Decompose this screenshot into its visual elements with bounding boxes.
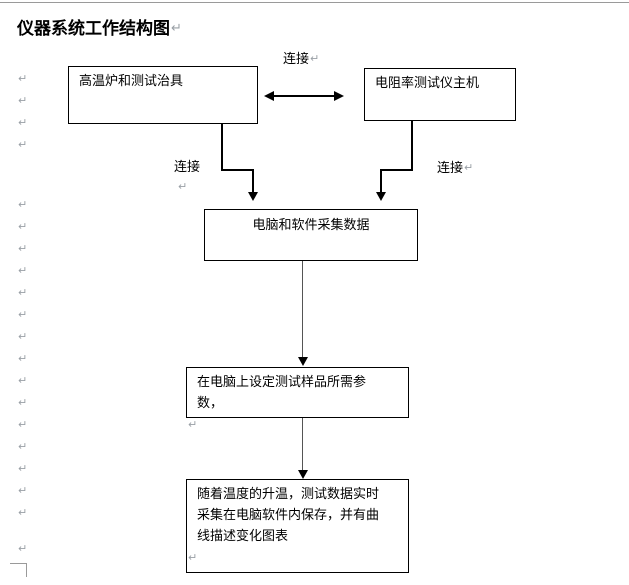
pilcrow-icon: ↵ (18, 462, 28, 475)
pilcrow-icon: ↵ (18, 220, 28, 233)
pilcrow-icon: ↵ (18, 418, 28, 431)
pilcrow-icon: ↵ (18, 116, 28, 129)
edge-label-left: 连接 (174, 160, 200, 176)
arrowhead-down-icon (298, 470, 308, 479)
node-furnace[interactable]: 高温炉和测试治具 (68, 66, 258, 124)
node-parameters[interactable]: 在电脑上设定测试样品所需参 数， ↵ (186, 367, 409, 431)
connector-furnace-vertical (221, 124, 223, 171)
pilcrow-icon: ↵ (18, 198, 28, 211)
pilcrow-icon: ↵ (188, 551, 198, 564)
edge-label-top-text: 连接 (283, 52, 310, 67)
arrowhead-left-icon (264, 91, 274, 101)
arrowhead-right-icon (334, 91, 344, 101)
pilcrow-icon: ↵ (18, 138, 28, 151)
connector-furnace-drop (252, 169, 254, 194)
node-resistivity-label: 电阻率测试仪主机 (375, 76, 480, 91)
connector-resistivity-vertical (411, 121, 413, 171)
pilcrow-icon: ↵ (18, 352, 28, 365)
pilcrow-icon: ↵ (18, 440, 28, 453)
pilcrow-icon: ↵ (18, 72, 28, 85)
pilcrow-icon: ↵ (18, 94, 28, 107)
node-recording[interactable]: 随着温度的升温，测试数据实时 采集在电脑软件内保存，并有曲 线描述变化图表 ↵ (186, 479, 409, 573)
edge-label-right-text: 连接 (437, 161, 464, 176)
page-title-text: 仪器系统工作结构图 (17, 19, 170, 39)
pilcrow-icon: ↵ (310, 52, 320, 65)
pilcrow-icon: ↵ (171, 21, 182, 36)
page-top-rule (0, 2, 629, 3)
pilcrow-icon: ↵ (18, 330, 28, 343)
node-acquisition[interactable]: 电脑和软件采集数据 (204, 209, 418, 261)
arrowhead-down-icon (248, 192, 258, 201)
page-title: 仪器系统工作结构图↵ (17, 18, 182, 40)
arrowhead-down-icon (376, 192, 386, 201)
pilcrow-icon: ↵ (18, 396, 28, 409)
edge-label-top: 连接↵ (283, 51, 319, 68)
pilcrow-icon: ↵ (188, 418, 198, 431)
pilcrow-icon: ↵ (18, 374, 28, 387)
pilcrow-icon: ↵ (18, 308, 28, 321)
node-resistivity[interactable]: 电阻率测试仪主机 (364, 68, 516, 121)
edge-label-right: 连接↵ (437, 160, 473, 177)
arrowhead-down-icon (298, 357, 308, 366)
node-acquisition-label: 电脑和软件采集数据 (252, 218, 370, 233)
pilcrow-icon: ↵ (18, 484, 28, 497)
pilcrow-icon: ↵ (464, 161, 474, 174)
edge-label-left-text: 连接 (174, 160, 201, 175)
connector-acquisition-to-parameters (302, 261, 303, 361)
pilcrow-icon: ↵ (18, 242, 28, 255)
node-parameters-label: 在电脑上设定测试样品所需参 数， (197, 375, 367, 411)
pilcrow-icon: ↵ (18, 264, 28, 277)
pilcrow-icon: ↵ (18, 542, 28, 555)
text-boundary-corner-mark (10, 563, 27, 577)
node-recording-label: 随着温度的升温，测试数据实时 采集在电脑软件内保存，并有曲 线描述变化图表 (197, 487, 380, 544)
connector-resistivity-drop (380, 169, 382, 194)
connector-resistivity-horizontal (380, 169, 412, 171)
pilcrow-icon: ↵ (178, 180, 188, 193)
connector-bidirectional-line (272, 95, 336, 97)
node-furnace-label: 高温炉和测试治具 (79, 74, 184, 89)
connector-furnace-horizontal (221, 169, 254, 171)
pilcrow-icon: ↵ (18, 286, 28, 299)
connector-parameters-to-recording (302, 418, 303, 476)
pilcrow-icon: ↵ (18, 506, 28, 519)
